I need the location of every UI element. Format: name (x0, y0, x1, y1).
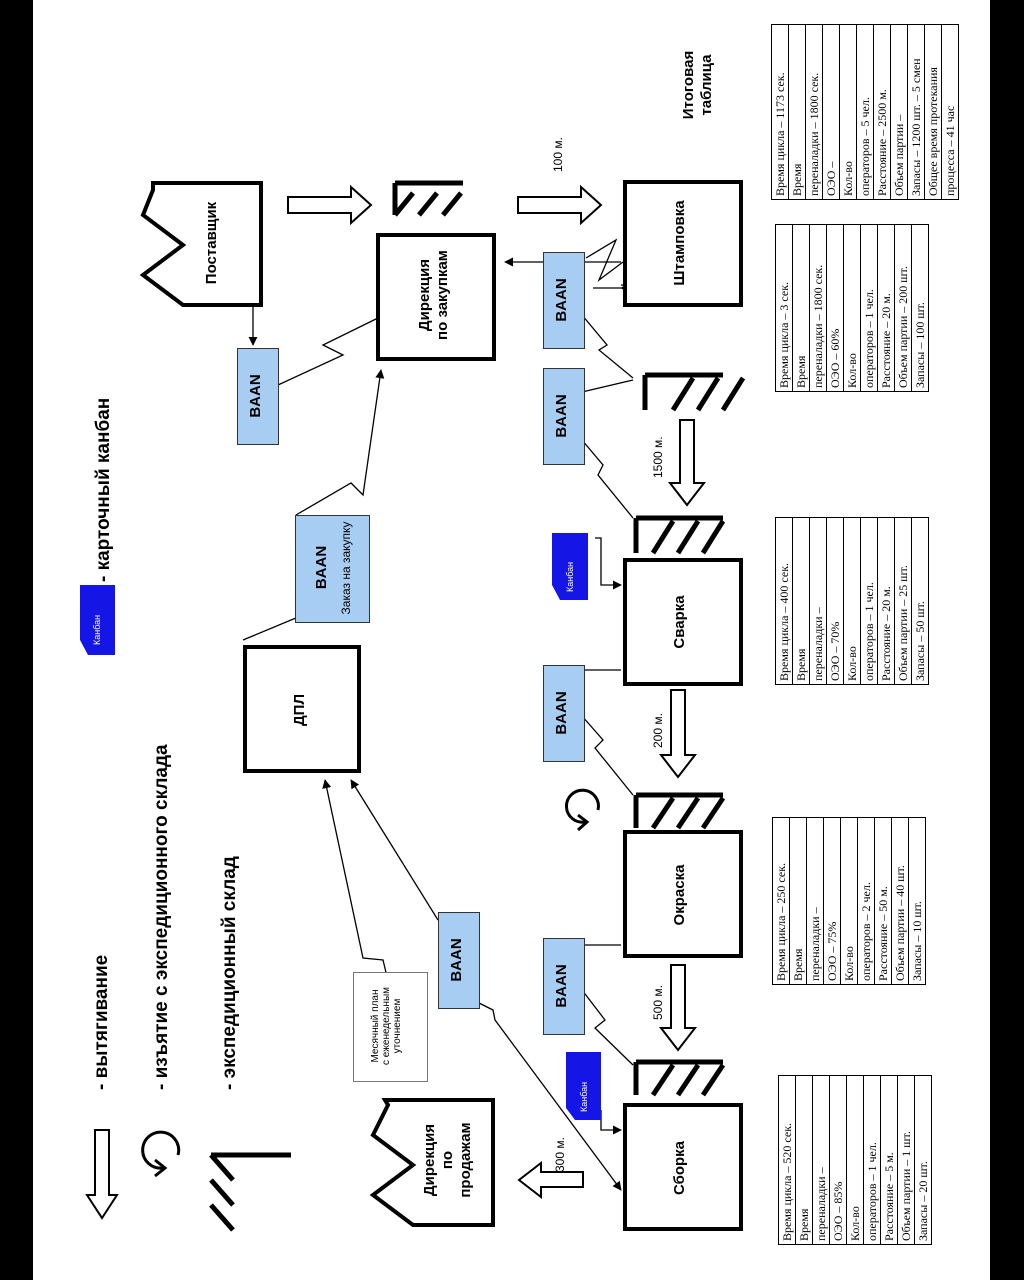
supplier-factory-shape (139, 181, 263, 307)
assembly-table: Время цикла – 520 сек. Время переналадки… (778, 1075, 932, 1245)
kanban-legend-label: Канбан (92, 614, 102, 645)
pull-arrow-stamping (517, 184, 603, 226)
kanban-card-welding (552, 533, 588, 600)
kanban-welding-label: Канбан (565, 561, 575, 592)
baan-stamping-label: BAAN (553, 278, 570, 322)
painting-table: Время цикла – 250 сек. Время переналадки… (772, 817, 926, 985)
distance-1500: 1500 м. (651, 436, 665, 478)
distance-500: 500 м. (651, 985, 665, 1020)
baan-supplier (237, 348, 279, 445)
baan-500 (543, 938, 585, 1035)
warehouse-supplier (392, 180, 463, 217)
painting-label: Окраска (671, 864, 688, 926)
diagram-connectors (80, 180, 746, 1232)
distance-300: 300 м. (553, 1137, 567, 1172)
kanban-card-legend (80, 585, 115, 655)
baan-1500-label: BAAN (553, 394, 570, 438)
painting-box (623, 830, 743, 958)
purchasing-box (376, 233, 496, 361)
purchase-order-label: Заказ на закупку (339, 521, 353, 615)
baan-supplier-label: BAAN (247, 374, 264, 418)
welding-table: Время цикла – 400 сек. Время переналадки… (775, 517, 929, 685)
pull-arrow-1500 (667, 419, 707, 507)
baan-purchase-order-label: BAAN (313, 545, 330, 590)
baan-sales (438, 912, 480, 1009)
assembly-box (623, 1103, 743, 1231)
legend-pull-arrow (85, 1129, 119, 1220)
legend-warehouse-icon (209, 1152, 291, 1232)
legend-cycle-icon (141, 1130, 181, 1178)
summary-table: Время цикла – 1173 сек. Время переналадк… (771, 24, 959, 200)
stamping-box (623, 180, 743, 307)
baan-500-label: BAAN (553, 964, 570, 1008)
dpl-box (243, 645, 361, 773)
monthly-plan-note (353, 972, 428, 1082)
baan-200-label: BAAN (553, 691, 570, 735)
kanban-card-assembly (566, 1052, 601, 1120)
pull-arrow-500 (658, 964, 698, 1052)
warehouse-assembly (633, 1059, 726, 1097)
distance-100: 100 м. (551, 137, 565, 172)
dpl-label: ДПЛ (291, 694, 308, 726)
kanban-assembly-label: Канбан (579, 1081, 589, 1112)
pull-arrow-300 (517, 1160, 584, 1200)
baan-stamping (543, 252, 585, 349)
baan-sales-label: BAAN (448, 938, 465, 982)
welding-label: Сварка (671, 595, 688, 649)
welding-box (623, 558, 743, 686)
distance-200: 200 м. (651, 713, 665, 748)
sales-factory-shape (369, 1098, 495, 1227)
legend-warehouse: - экспедиционный склад (219, 856, 240, 1090)
assembly-label: Сборка (671, 1140, 688, 1196)
baan-200 (543, 665, 585, 762)
legend-kanban-card: - карточный канбан (93, 397, 114, 582)
legend-withdrawal: - изъятие с экспедиционного склада (151, 744, 172, 1090)
pull-arrow-200 (658, 689, 698, 779)
baan-purchase-order (295, 515, 370, 623)
pull-arrow-supplier (287, 184, 373, 226)
warehouse-welding (633, 515, 726, 555)
supplier-label: Поставщик (203, 201, 220, 285)
warehouse-painting (633, 792, 726, 830)
legend-pull: - вытягивание (91, 954, 112, 1090)
baan-1500 (543, 368, 585, 465)
stamping-table: Время цикла – 3 сек. Время переналадки –… (775, 224, 929, 392)
withdrawal-cycle-icon (565, 788, 600, 832)
warehouse-stamping (642, 372, 746, 412)
stamping-label: Штамповка (671, 200, 688, 286)
